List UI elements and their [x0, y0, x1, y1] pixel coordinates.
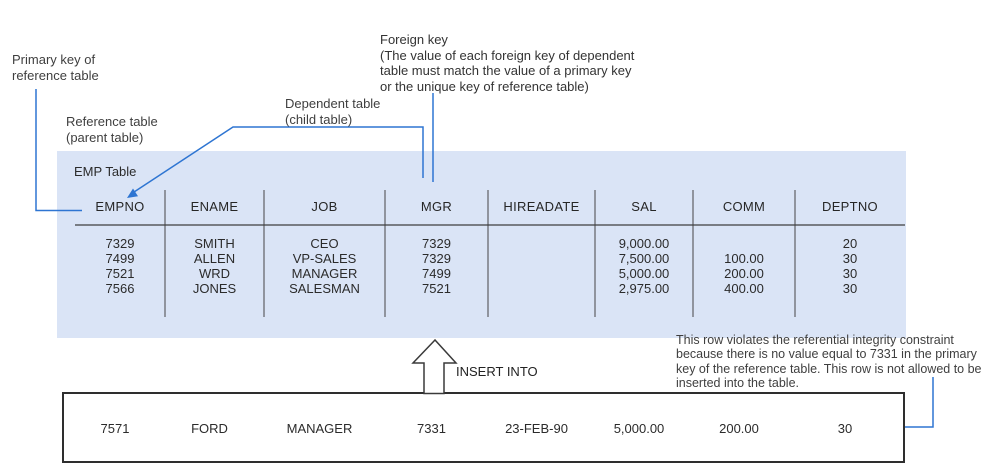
dependent-table-label-line1: Dependent table — [285, 96, 381, 111]
table-cell: 400.00 — [724, 281, 764, 296]
table-cell — [488, 266, 595, 281]
table-cell: 7499 — [105, 251, 135, 266]
table-cell: 5,000.00 — [618, 266, 670, 281]
foreign-key-note-line1: Foreign key — [380, 32, 448, 47]
table-cell: 2,975.00 — [618, 281, 670, 296]
table-cell: 7566 — [105, 281, 135, 296]
table-cell: 7521 — [422, 281, 451, 296]
table-cell — [488, 251, 595, 266]
reference-table-label-line1: Reference table — [66, 114, 158, 129]
column-header-mgr: MGR — [420, 199, 453, 214]
emp-table-header-row: EMPNO ENAME JOB MGR HIREADATE SAL COMM D… — [75, 197, 905, 217]
table-cell — [693, 236, 795, 251]
emp-table-body: 7329 SMITH CEO 7329 9,000.00 20 7499 ALL… — [75, 236, 905, 296]
table-cell: VP-SALES — [292, 251, 357, 266]
emp-table-title: EMP Table — [74, 164, 137, 179]
table-cell — [488, 281, 595, 296]
dependent-table-label: Dependent table (child table) — [285, 96, 380, 128]
column-header-job: JOB — [311, 199, 338, 214]
table-cell: 7329 — [105, 236, 135, 251]
reference-table-label: Reference table (parent table) — [66, 114, 158, 146]
table-cell: JONES — [192, 281, 237, 296]
table-cell: MANAGER — [291, 266, 358, 281]
table-cell: 30 — [842, 251, 858, 266]
table-cell: ALLEN — [193, 251, 236, 266]
insert-up-arrow-icon — [411, 338, 458, 395]
table-cell: 7499 — [422, 266, 451, 281]
table-cell — [488, 236, 595, 251]
column-header-hireadate: HIREADATE — [503, 199, 580, 214]
table-cell: 30 — [837, 421, 853, 436]
foreign-key-note-line4: or the unique key of reference table) — [380, 78, 589, 94]
column-header-comm: COMM — [722, 199, 766, 214]
table-cell: 7571 — [100, 421, 130, 436]
table-cell: 5,000.00 — [613, 421, 665, 436]
table-cell: 7,500.00 — [618, 251, 670, 266]
foreign-key-note-line2: (The value of each foreign key of depend… — [380, 47, 635, 63]
table-cell: 7521 — [105, 266, 135, 281]
table-cell: WRD — [198, 266, 231, 281]
rejected-row-box — [62, 392, 905, 463]
primary-key-label: Primary key of reference table — [12, 52, 99, 84]
violation-note-line2: because there is no value equal to 7331 … — [676, 347, 977, 362]
table-cell: 20 — [842, 236, 858, 251]
column-header-ename: ENAME — [190, 199, 239, 214]
table-cell: 200.00 — [724, 266, 764, 281]
table-cell: 7331 — [417, 421, 446, 436]
column-header-deptno: DEPTNO — [822, 199, 878, 214]
column-header-empno: EMPNO — [95, 199, 145, 214]
table-cell: 100.00 — [724, 251, 764, 266]
column-header-sal: SAL — [631, 199, 657, 214]
table-cell: MANAGER — [286, 421, 353, 436]
table-cell: FORD — [191, 421, 228, 436]
table-cell: 9,000.00 — [618, 236, 670, 251]
table-cell: CEO — [310, 236, 339, 251]
table-cell: 7329 — [422, 251, 451, 266]
table-cell: 7329 — [422, 236, 451, 251]
table-cell: 23-FEB-90 — [505, 421, 568, 436]
rejected-row: 7571 FORD MANAGER 7331 23-FEB-90 5,000.0… — [70, 421, 900, 437]
table-cell: SMITH — [194, 236, 235, 251]
dependent-table-label-line2: (child table) — [285, 112, 353, 127]
primary-key-label-line2: reference table — [12, 68, 99, 83]
insert-into-label: INSERT INTO — [456, 364, 538, 379]
foreign-key-note-line3: table must match the value of a primary … — [380, 63, 632, 78]
table-cell: 200.00 — [719, 421, 759, 436]
violation-note-line1: This row violates the referential integr… — [676, 333, 954, 347]
primary-key-label-line1: Primary key of — [12, 52, 96, 67]
violation-note: This row violates the referential integr… — [676, 333, 982, 390]
table-cell: 30 — [842, 281, 858, 296]
table-cell: 30 — [842, 266, 858, 281]
table-cell: SALESMAN — [289, 281, 360, 296]
violation-note-line3: key of the reference table. This row is … — [676, 361, 982, 376]
violation-note-line4: inserted into the table. — [676, 375, 799, 390]
foreign-key-note: Foreign key (The value of each foreign k… — [380, 32, 634, 94]
reference-table-label-line2: (parent table) — [66, 130, 144, 145]
